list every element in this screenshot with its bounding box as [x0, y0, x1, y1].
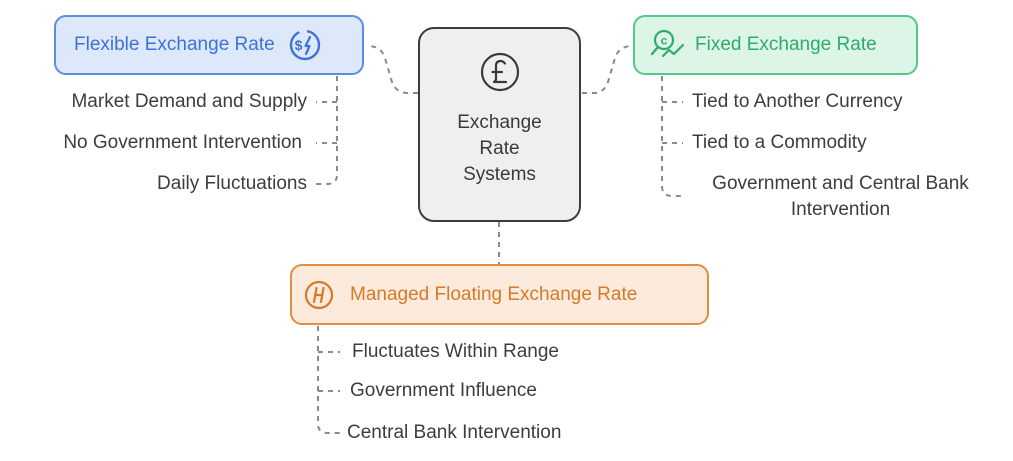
flexible-item: Market Demand and Supply	[71, 91, 307, 112]
managed-item: Fluctuates Within Range	[352, 341, 559, 362]
fixed-item: Government and Central Bank Intervention	[712, 173, 969, 220]
svg-text:c: c	[661, 34, 668, 48]
managed-item: Government Influence	[350, 380, 537, 401]
managed-item: Central Bank Intervention	[347, 422, 562, 443]
flexible-exchange-node: Flexible Exchange Rate $	[54, 15, 364, 75]
flexible-item: No Government Intervention	[63, 132, 302, 153]
pound-coin-icon	[480, 52, 519, 91]
coin-magnifier-icon: c	[650, 29, 685, 58]
h-circle-icon	[304, 280, 334, 309]
managed-floating-node: Managed Floating Exchange Rate	[290, 264, 709, 325]
center-title: Exchange Rate Systems	[457, 111, 542, 185]
fixed-exchange-title: Fixed Exchange Rate	[695, 34, 877, 55]
managed-floating-title: Managed Floating Exchange Rate	[350, 283, 638, 305]
fixed-exchange-node: c Fixed Exchange Rate	[633, 15, 918, 75]
flexible-item: Daily Fluctuations	[157, 173, 307, 194]
center-node: Exchange Rate Systems	[418, 27, 581, 222]
fixed-item: Tied to a Commodity	[692, 132, 867, 153]
fixed-item: Tied to Another Currency	[692, 91, 903, 112]
dollar-lightning-icon: $	[289, 29, 320, 61]
svg-text:$: $	[294, 37, 302, 53]
flexible-exchange-title: Flexible Exchange Rate	[74, 34, 275, 55]
